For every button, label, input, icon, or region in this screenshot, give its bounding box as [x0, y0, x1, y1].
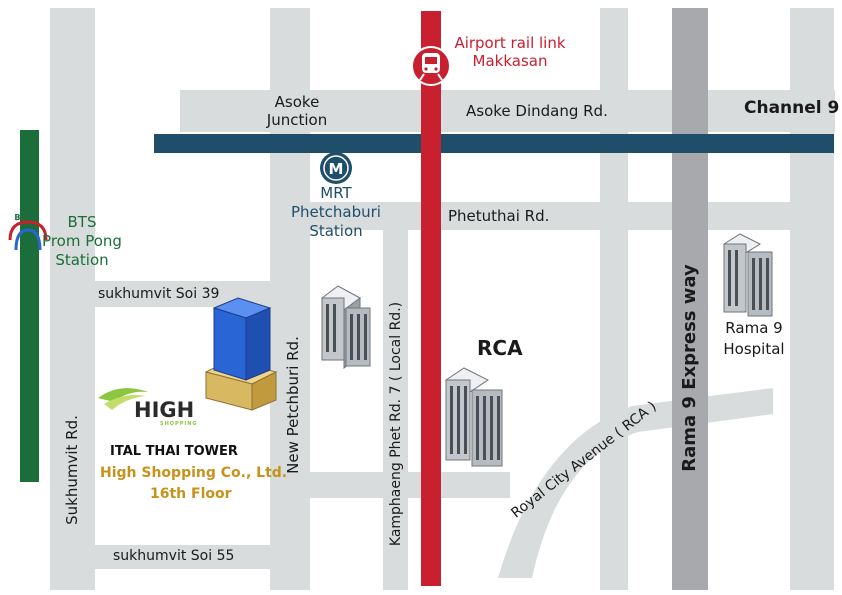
bts-station-line3: Station [55, 251, 109, 269]
bts-line [20, 130, 39, 482]
channel-9-label: Channel 9 [744, 98, 840, 118]
road-sukhumvit [50, 8, 95, 590]
rama9-hospital-label: Rama 9 Hospital [714, 318, 794, 360]
airport-rail-line1: Airport rail link [454, 34, 566, 52]
rca-label: RCA [477, 336, 523, 360]
rama9-expressway-label: Rama 9 Express way [679, 264, 700, 472]
building-icon-hospital [722, 233, 773, 317]
airport-rail-line2: Makkasan [472, 52, 548, 70]
high-shopping-logo-icon [98, 388, 148, 410]
mrt-station-line2: Phetchaburi [291, 203, 381, 221]
mrt-icon: M [320, 152, 352, 184]
ital-thai-tower-label: ITAL THAI TOWER [110, 444, 238, 459]
company-name-label: High Shopping Co., Ltd. [100, 465, 288, 481]
bts-station-line2: Prom Pong [42, 232, 122, 250]
sukhumvit-road-label: Sukhumvit Rd. [63, 415, 81, 525]
svg-text:M: M [329, 160, 344, 178]
road-soi-55 [90, 545, 275, 569]
high-shopping-logo-subtext: SHOPPING [160, 421, 198, 427]
road-asoke-dindang [180, 90, 835, 132]
kamphaeng-phet-road-label: Kamphaeng Phet Rd. 7 ( Local Rd.) [388, 301, 404, 547]
bts-station-label: BTS Prom Pong Station [34, 213, 130, 270]
asoke-junction-line2: Junction [266, 111, 328, 129]
airport-rail-line [421, 11, 441, 586]
road-kamphaeng-phet [383, 230, 408, 590]
asoke-dindang-road-label: Asoke Dindang Rd. [466, 102, 608, 120]
bts-station-line1: BTS [67, 213, 97, 231]
mrt-station-line1: MRT [320, 184, 352, 202]
train-icon [411, 46, 451, 86]
soi-55-label: sukhumvit Soi 55 [113, 548, 235, 564]
rama9-hospital-line2: Hospital [723, 340, 785, 358]
ital-thai-tower-icon [204, 297, 278, 411]
building-icon-center [321, 285, 371, 369]
airport-rail-label: Airport rail link Makkasan [446, 34, 574, 70]
road-royal-city-avenue [498, 388, 773, 578]
mrt-station-line3: Station [309, 222, 363, 240]
asoke-junction-label: Asoke Junction [252, 93, 342, 129]
svg-text:BTS: BTS [14, 213, 32, 222]
high-shopping-logo-text: HIGH [134, 398, 195, 422]
rama9-hospital-line1: Rama 9 [725, 319, 783, 337]
soi-39-label: sukhumvit Soi 39 [98, 286, 220, 302]
company-floor-label: 16th Floor [150, 486, 232, 502]
new-petchburi-road-label: New Petchburi Rd. [284, 336, 302, 474]
road-phetuthai [310, 202, 790, 230]
phetuthai-road-label: Phetuthai Rd. [448, 207, 550, 225]
mrt-station-label: MRT Phetchaburi Station [283, 184, 389, 241]
road-lower-horizontal [300, 472, 510, 498]
bts-icon: BTS [8, 213, 48, 251]
mrt-line [154, 134, 834, 153]
building-icon-rca [445, 367, 503, 467]
asoke-junction-line1: Asoke [274, 93, 320, 111]
rama9-expressway [672, 8, 708, 590]
